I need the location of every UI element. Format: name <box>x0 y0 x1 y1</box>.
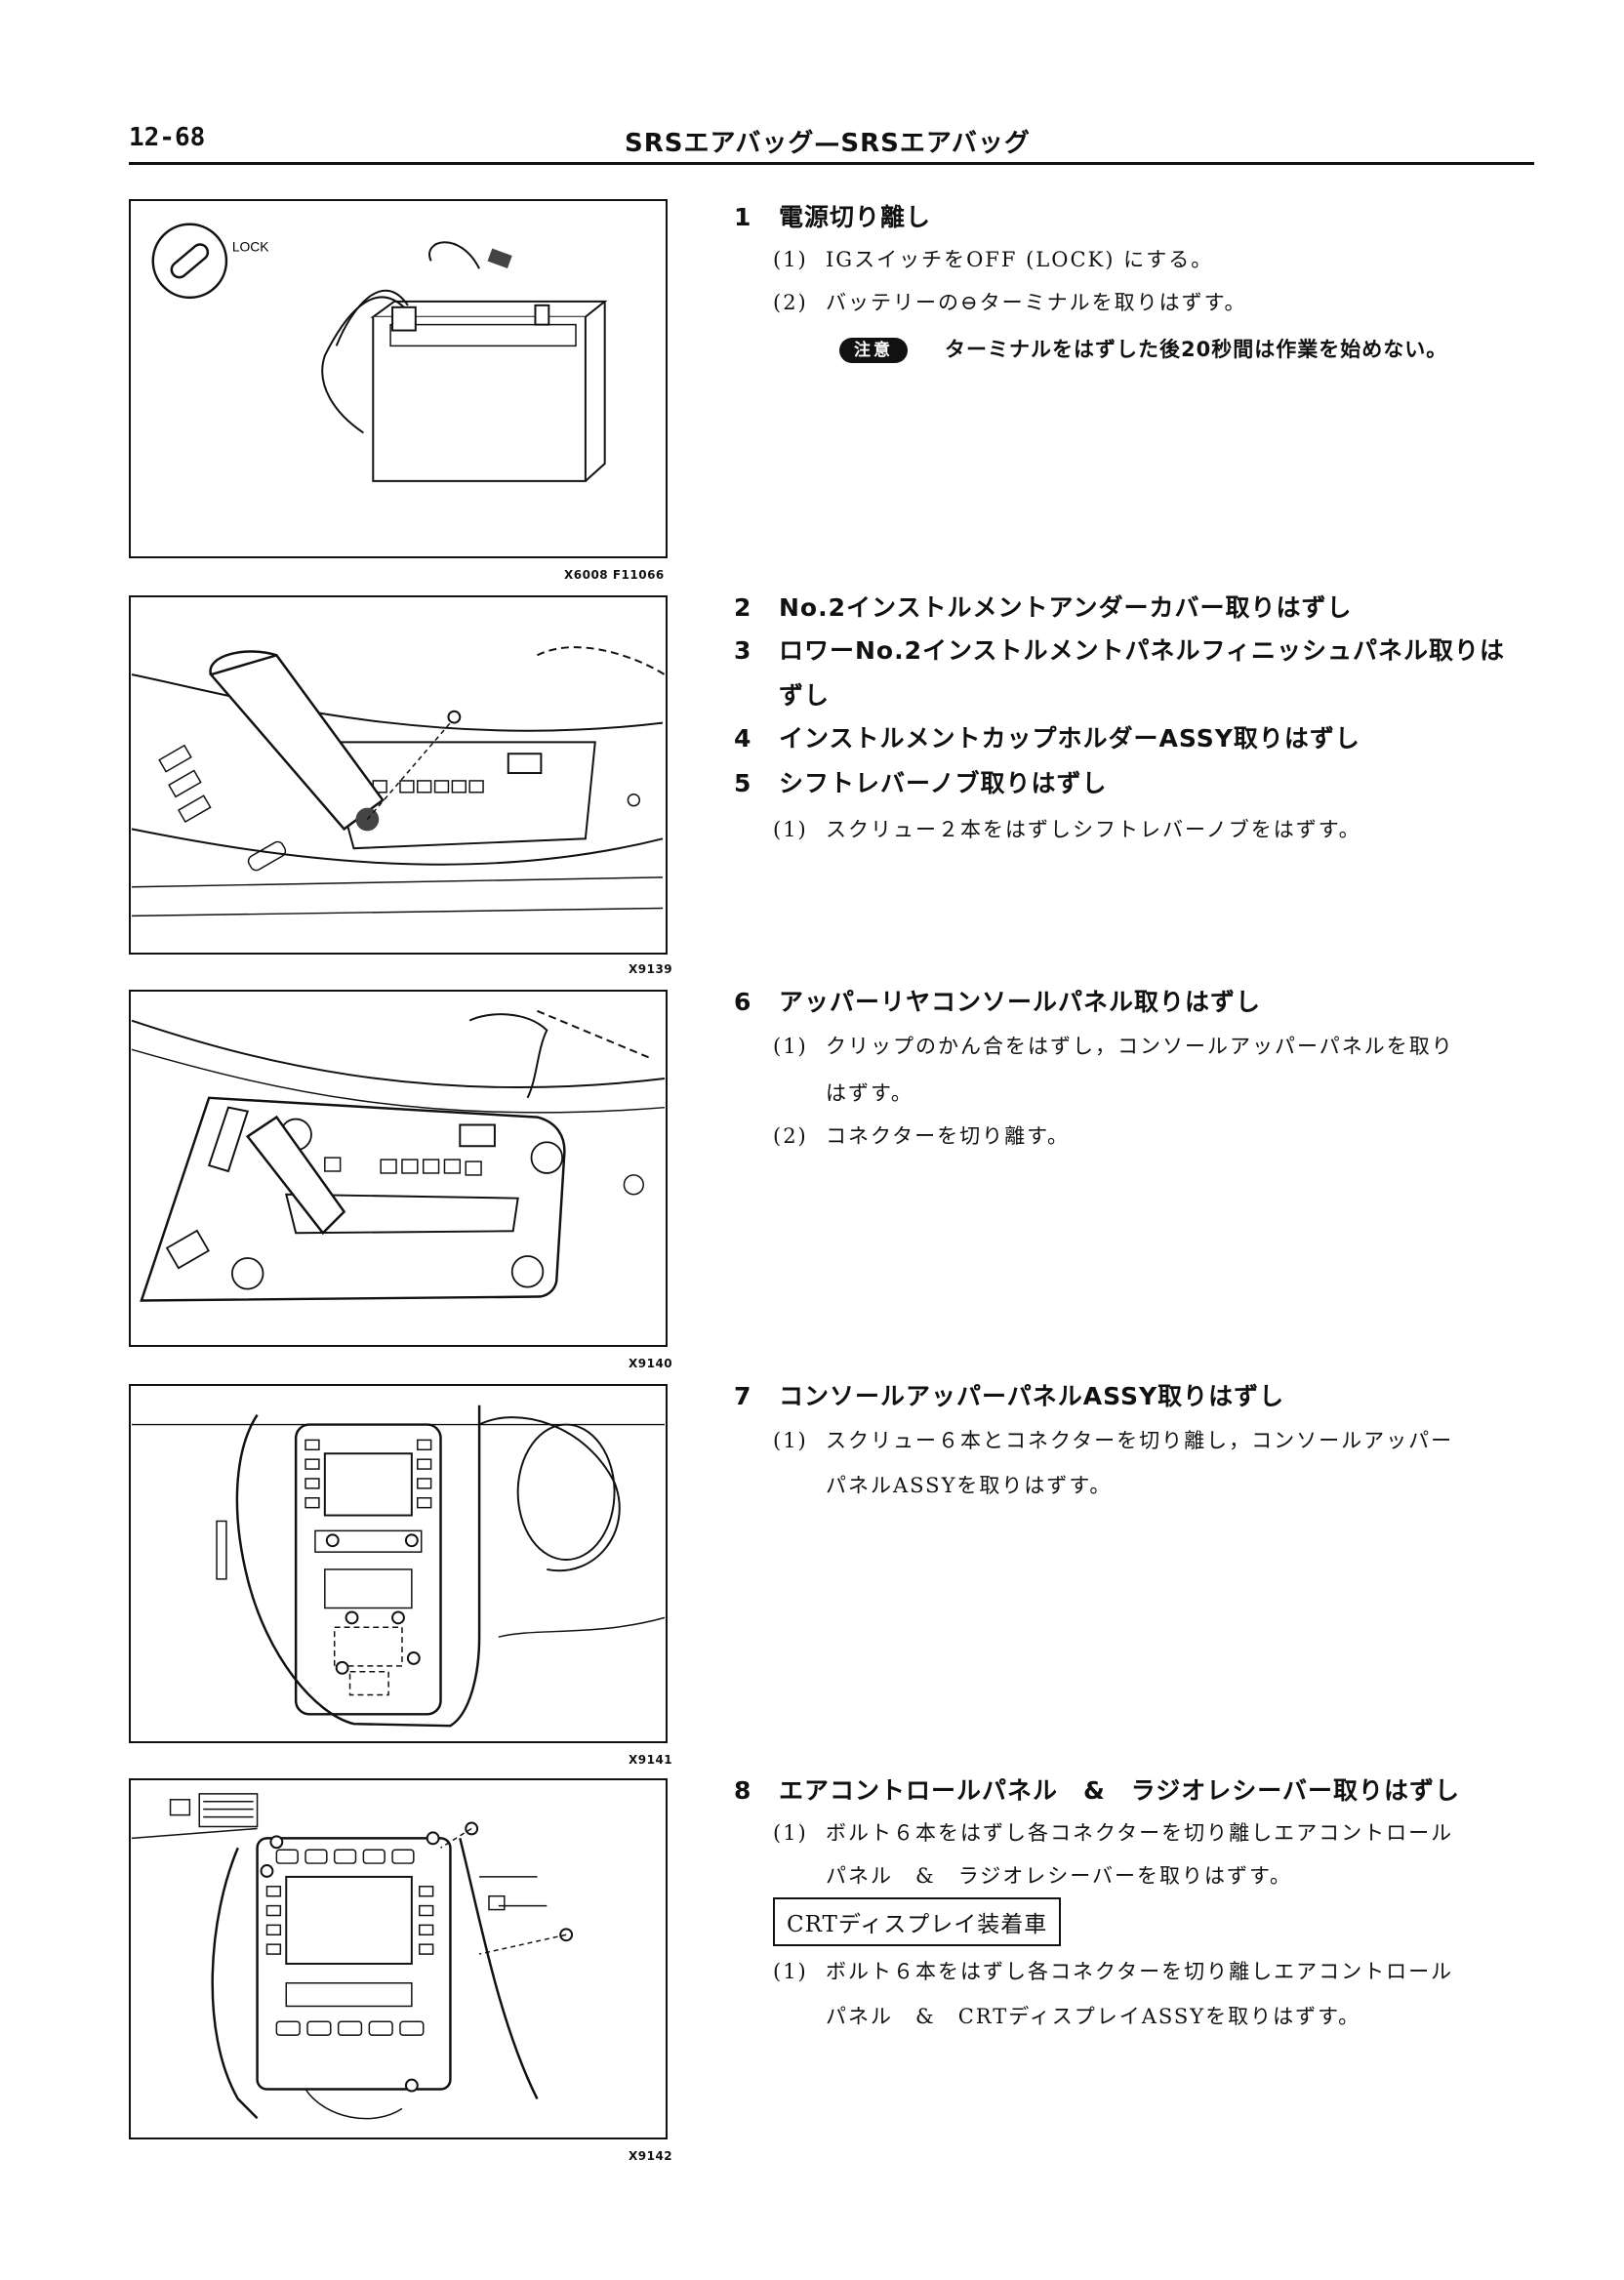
figure-console-assy <box>129 1384 668 1743</box>
crt-display-note: CRTディスプレイ装着車 <box>773 1897 1062 1946</box>
step-6-sub-1: (1)クリップのかん合をはずし，コンソールアッパーパネルを取り <box>773 1035 1454 1058</box>
figure-label: X9140 <box>629 1357 673 1370</box>
page-title: SRSエアバッグ—SRSエアバッグ <box>625 129 1031 158</box>
console-panel-illustration <box>131 1009 666 1302</box>
step-number: 1 <box>734 203 752 231</box>
figure-aircon-radio <box>129 1778 668 2139</box>
figure-label: X9142 <box>629 2149 673 2163</box>
step-8-crt-sub-1: (1)ボルト６本をはずし各コネクターを切り離しエアコントロール <box>773 1960 1454 1983</box>
step-1: 1 電源切り離し <box>734 201 931 234</box>
lock-callout: LOCK <box>232 238 269 254</box>
aircon-radio-illustration <box>131 1793 574 2120</box>
figure-label: X6008 F11066 <box>564 568 665 582</box>
step-title: 電源切り離し <box>779 203 932 231</box>
shift-lever-illustration <box>131 646 666 917</box>
step-8-crt-sub-1-cont: パネル & CRTディスプレイASSYを取りはずす。 <box>826 2005 1361 2028</box>
header-divider <box>129 162 1534 165</box>
step-8-sub-1: (1)ボルト６本をはずし各コネクターを切り離しエアコントロール <box>773 1821 1454 1845</box>
step-6-sub-1-cont: はずす。 <box>826 1081 914 1105</box>
figure-label: X9139 <box>629 962 673 976</box>
figure-label: X9141 <box>629 1753 673 1767</box>
caution-badge: 注意 <box>839 338 908 363</box>
step-3-cont: ずし <box>779 681 831 710</box>
step-1-sub-2: (2)バッテリーの⊖ターミナルを取りはずす。 <box>773 291 1247 314</box>
figure-battery: LOCK <box>129 199 668 558</box>
step-6-sub-2: (2)コネクターを切り離す。 <box>773 1124 1071 1148</box>
step-7-sub-1: (1)スクリュー６本とコネクターを切り離し，コンソールアッパー <box>773 1429 1454 1452</box>
page-number: 12-68 <box>129 123 206 152</box>
step-5-sub-1: (1)スクリュー２本をはずしシフトレバーノブをはずす。 <box>773 818 1361 841</box>
figure-shift-lever <box>129 595 668 955</box>
step-8-sub-1-cont: パネル & ラジオレシーバーを取りはずす。 <box>826 1864 1292 1888</box>
battery-illustration: LOCK <box>151 223 608 482</box>
step-7-sub-1-cont: パネルASSYを取りはずす。 <box>826 1474 1113 1497</box>
figure-console-panel <box>129 990 668 1347</box>
step-1-sub-1: (1)IGスイッチをOFF (LOCK) にする。 <box>773 248 1214 271</box>
caution-text: ターミナルをはずした後20秒間は作業を始めない。 <box>945 338 1448 361</box>
console-assy-illustration <box>132 1405 666 1728</box>
